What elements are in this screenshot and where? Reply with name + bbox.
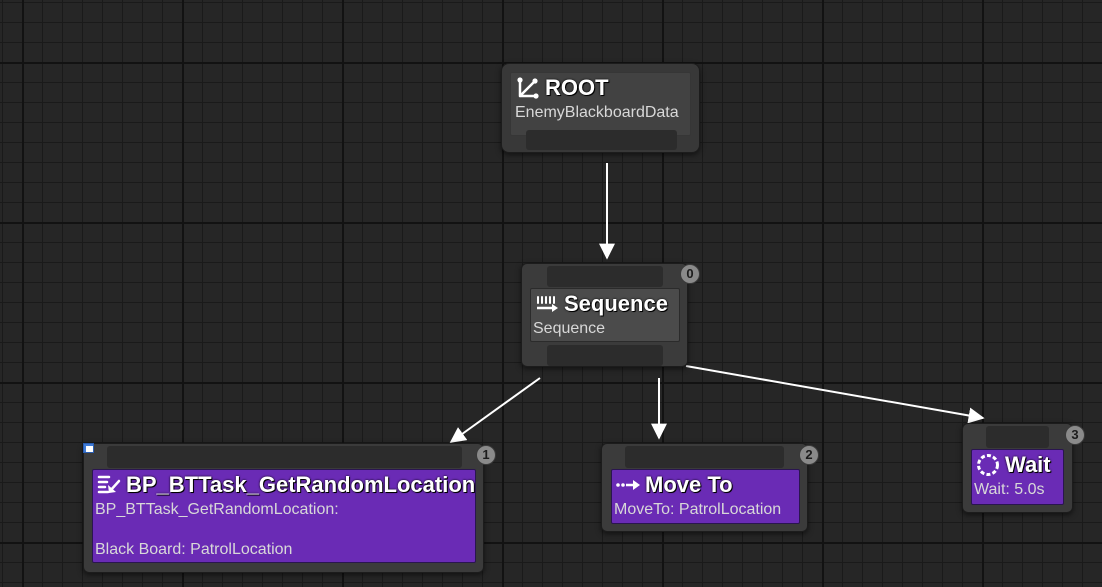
move-to-task-title: Move To (645, 472, 733, 497)
get-random-location-task-title: BP_BTTask_GetRandomLocation (126, 472, 476, 497)
move-to-task-node[interactable]: Move To MoveTo: PatrolLocation (601, 443, 808, 532)
edge-sequence-to-wait (685, 365, 985, 424)
get-random-location-spacer (93, 520, 475, 540)
root-node[interactable]: ROOT EnemyBlackboardData (501, 63, 700, 153)
root-node-subtitle: EnemyBlackboardData (515, 104, 679, 121)
sequence-output-pin[interactable] (547, 345, 663, 366)
wait-task-node[interactable]: Wait Wait: 5.0s (962, 423, 1073, 513)
wait-input-pin[interactable] (986, 426, 1049, 448)
root-tree-icon (517, 77, 539, 99)
wait-clock-icon (977, 454, 999, 476)
blueprint-marker-icon (83, 443, 94, 453)
move-to-arrow-icon (616, 480, 640, 490)
execution-index-badge: 2 (799, 445, 819, 465)
root-output-pin[interactable] (526, 130, 677, 150)
root-node-body: ROOT EnemyBlackboardData (510, 72, 691, 136)
move-to-input-pin[interactable] (625, 446, 784, 468)
execution-index-badge: 1 (476, 445, 496, 465)
wait-task-body: Wait Wait: 5.0s (971, 449, 1064, 505)
get-random-location-task-node[interactable]: BP_BTTask_GetRandomLocation BP_BTTask_Ge… (83, 443, 484, 573)
root-node-title: ROOT (545, 75, 609, 100)
sequence-node-subtitle: Sequence (533, 320, 606, 337)
get-random-location-blackboard-key: Black Board: PatrolLocation (95, 541, 293, 558)
get-random-location-input-pin[interactable] (107, 446, 462, 468)
move-to-task-description: MoveTo: PatrolLocation (614, 501, 782, 518)
wait-task-title: Wait (1005, 452, 1051, 477)
get-random-location-task-body: BP_BTTask_GetRandomLocation BP_BTTask_Ge… (92, 469, 476, 563)
get-random-location-task-description: BP_BTTask_GetRandomLocation: (95, 501, 339, 518)
wait-task-description: Wait: 5.0s (974, 481, 1045, 498)
edge-sequence-to-get-random-location (449, 377, 541, 443)
execution-index-badge: 3 (1065, 425, 1085, 445)
move-to-task-body: Move To MoveTo: PatrolLocation (611, 469, 800, 524)
sequence-node-title: Sequence (564, 291, 668, 316)
sequence-node[interactable]: Sequence Sequence (521, 263, 688, 367)
blueprint-task-icon (97, 475, 121, 494)
execution-index-badge: 0 (680, 264, 700, 284)
sequence-arrows-icon (537, 296, 558, 312)
sequence-node-body: Sequence Sequence (530, 288, 680, 342)
sequence-input-pin[interactable] (547, 266, 663, 287)
